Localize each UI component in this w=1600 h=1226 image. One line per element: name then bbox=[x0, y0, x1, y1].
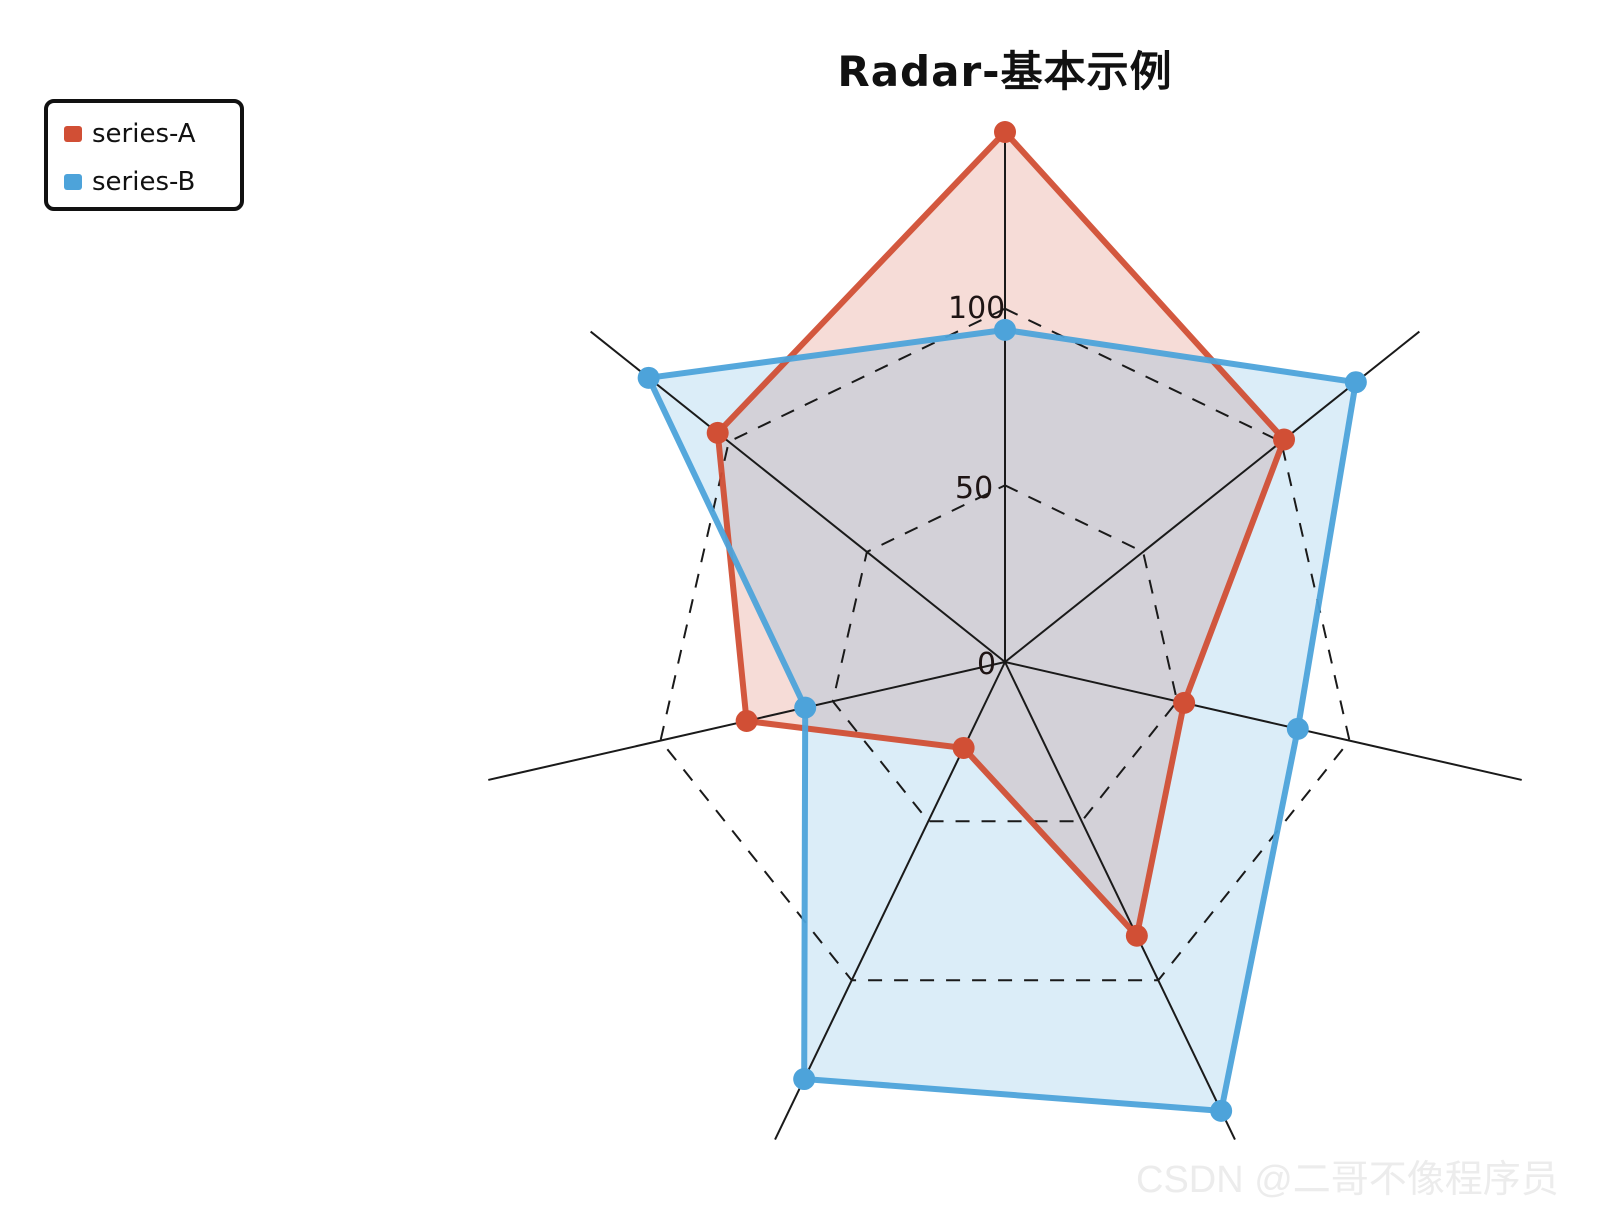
legend-swatch-series-a bbox=[64, 126, 82, 142]
tick-label-0: 0 bbox=[977, 647, 996, 682]
series-line-series-A bbox=[714, 129, 1287, 939]
chart-title: Radar-基本示例 bbox=[837, 47, 1173, 96]
grid-ring-100 bbox=[659, 307, 1351, 982]
data-point-marker[interactable] bbox=[637, 366, 660, 389]
tick-label-100: 100 bbox=[948, 291, 1005, 326]
axis-spoke bbox=[590, 330, 1006, 663]
legend-label: series-B bbox=[92, 167, 196, 197]
series-fill-series-B bbox=[648, 329, 1356, 1111]
data-point-marker[interactable] bbox=[793, 1068, 816, 1091]
data-point-marker[interactable] bbox=[735, 709, 758, 732]
data-point-marker[interactable] bbox=[952, 736, 975, 759]
data-point-marker[interactable] bbox=[1344, 371, 1367, 394]
data-point-marker[interactable] bbox=[794, 696, 817, 719]
legend-swatch-series-b bbox=[64, 174, 82, 190]
watermark: CSDN @二哥不像程序员 bbox=[1136, 1159, 1559, 1201]
data-point-marker[interactable] bbox=[706, 421, 729, 444]
series-lines bbox=[645, 129, 1359, 1114]
data-point-marker[interactable] bbox=[994, 318, 1016, 341]
legend-item-series-a[interactable]: series-A bbox=[64, 119, 196, 149]
data-point-marker[interactable] bbox=[1173, 691, 1196, 714]
data-point-marker[interactable] bbox=[1210, 1099, 1233, 1122]
data-point-marker[interactable] bbox=[994, 121, 1016, 143]
grid-ring-50 bbox=[831, 484, 1179, 823]
series-markers bbox=[637, 121, 1367, 1122]
series-line-series-B bbox=[645, 326, 1359, 1114]
axis-spoke bbox=[1004, 661, 1522, 781]
legend: series-A series-B bbox=[44, 99, 244, 211]
tick-label-50: 50 bbox=[955, 471, 993, 506]
legend-item-series-b[interactable]: series-B bbox=[64, 167, 195, 197]
data-point-marker[interactable] bbox=[1273, 428, 1296, 451]
radar-grid bbox=[659, 307, 1351, 982]
data-point-marker[interactable] bbox=[1125, 924, 1148, 947]
axis-spoke bbox=[1004, 661, 1236, 1140]
legend-label: series-A bbox=[92, 119, 196, 149]
data-point-marker[interactable] bbox=[1286, 717, 1309, 740]
